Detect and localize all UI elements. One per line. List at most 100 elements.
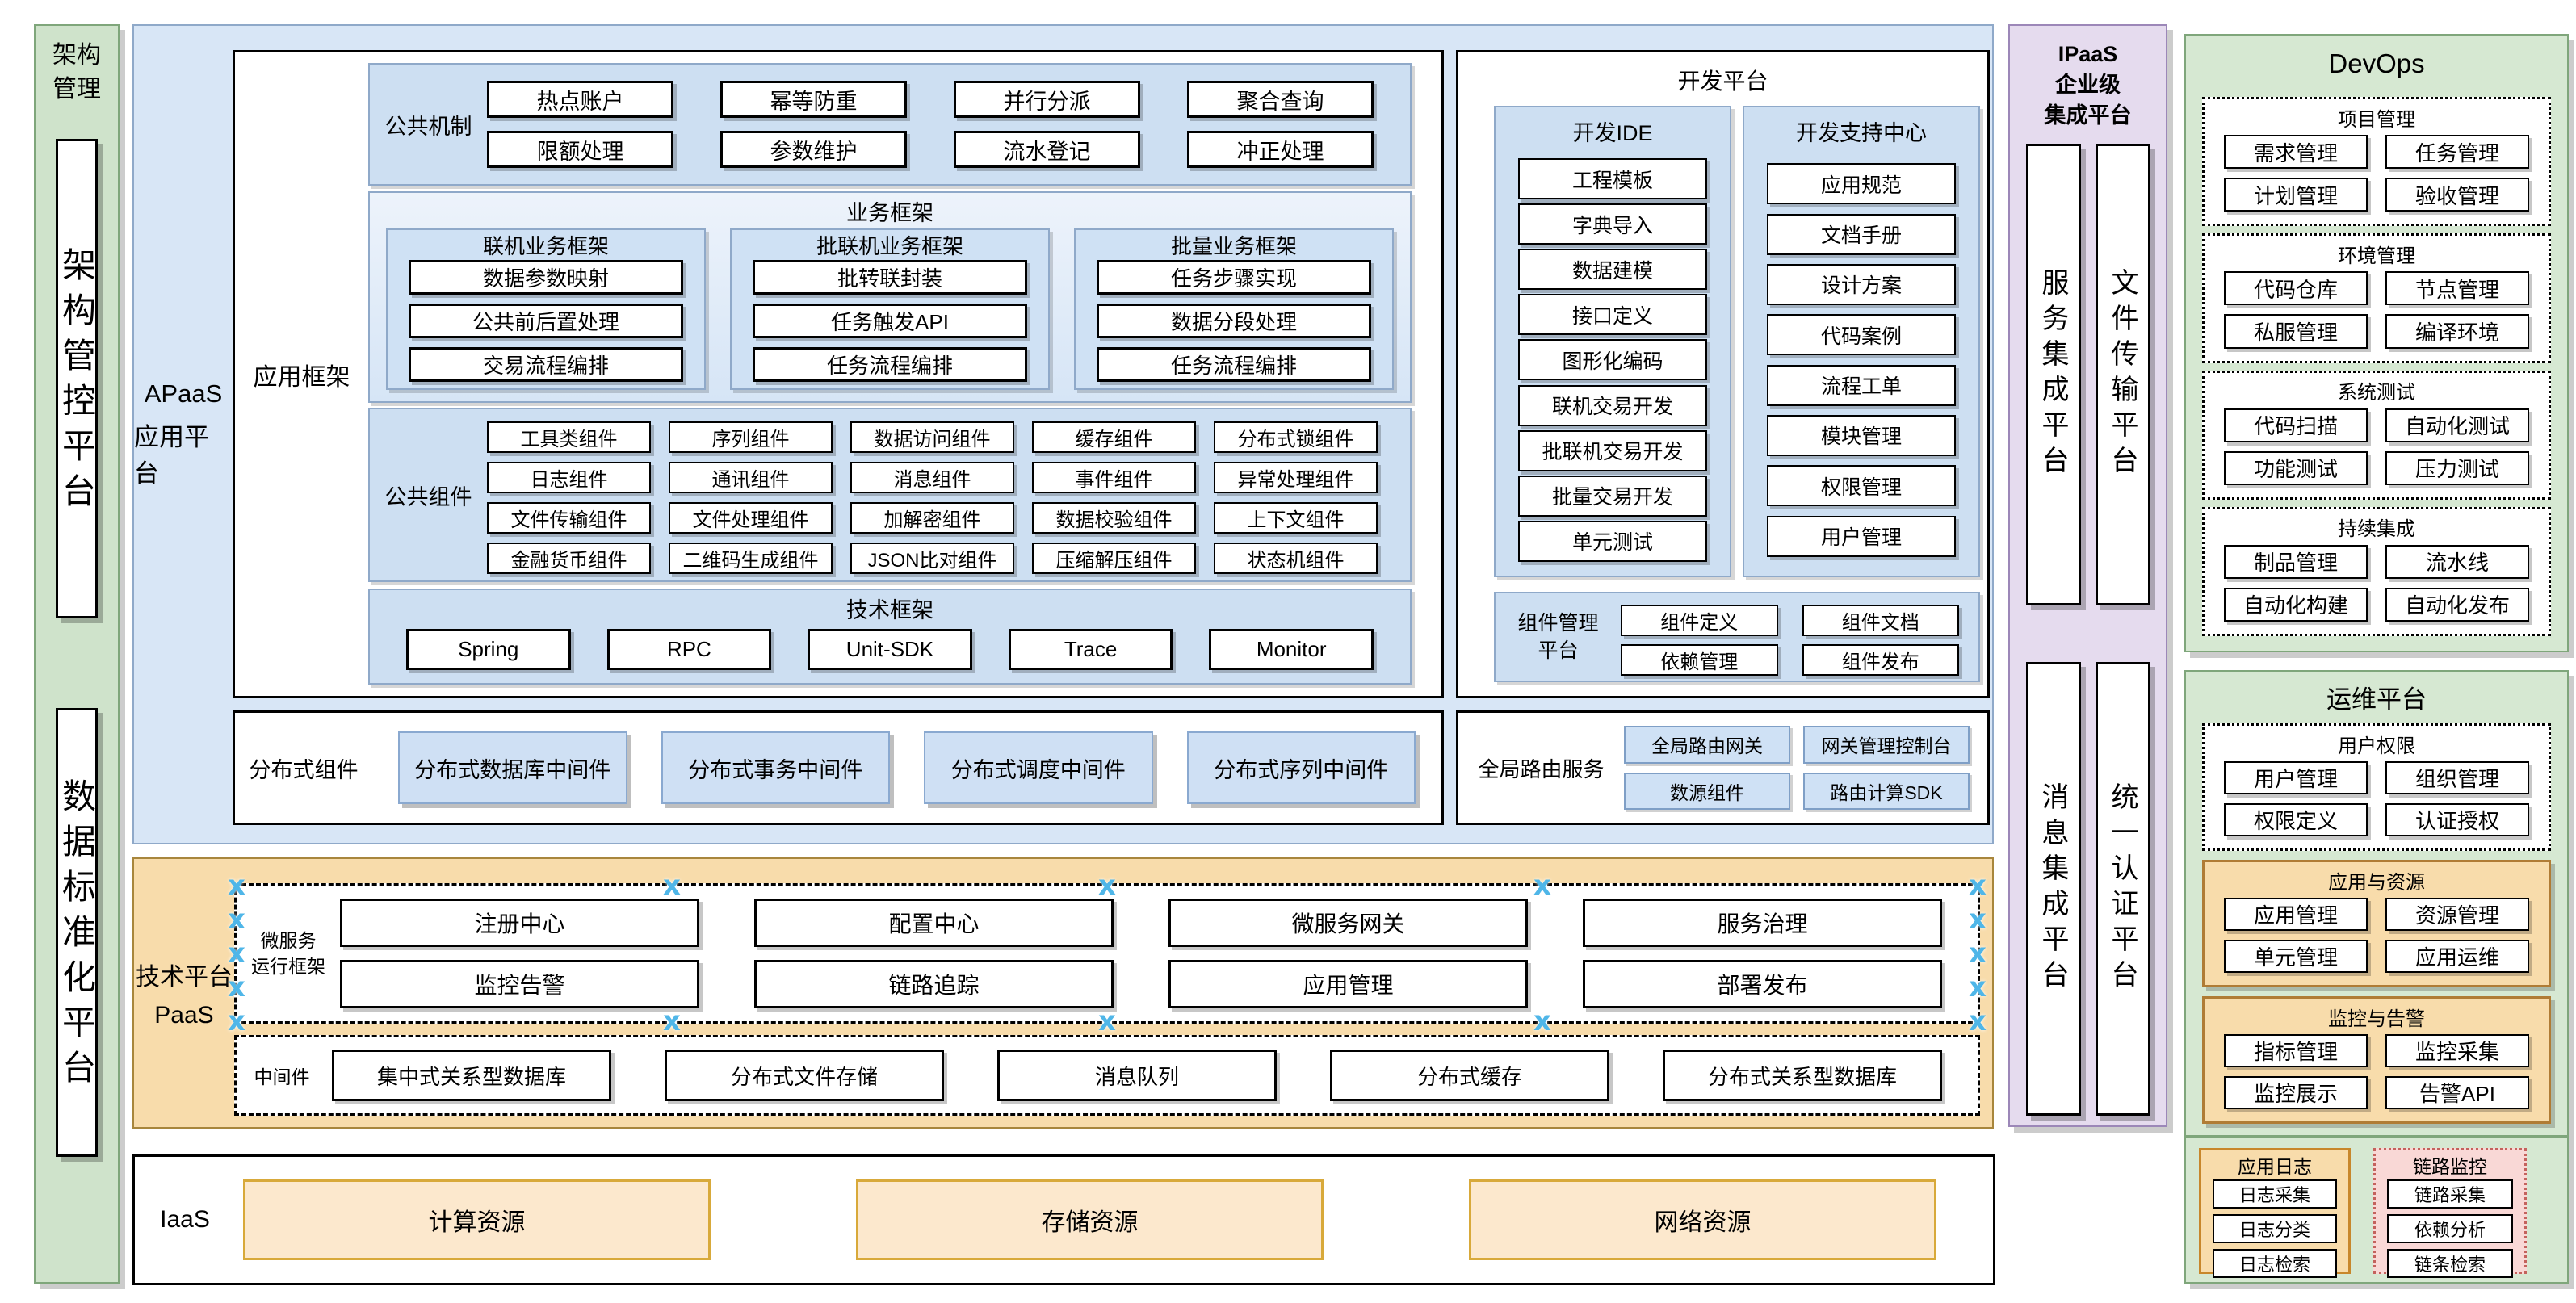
dev-ide-panel[interactable]: 开发IDE 工程模板 字典导入 数据建模 接口定义 图形化编码 联机交易开发 批… (1494, 106, 1731, 577)
devops-section-continuous-integration[interactable]: 持续集成 制品管理 流水线 自动化构建 自动化发布 (2202, 506, 2551, 636)
middleware-item[interactable]: 分布式缓存 (1330, 1050, 1609, 1101)
support-item[interactable]: 应用规范 (1767, 163, 1956, 205)
component-box[interactable]: 上下文组件 (1214, 502, 1378, 534)
devops-item[interactable]: 编译环境 (2385, 314, 2529, 349)
platform-message-integration[interactable]: 消息集成平台 (2025, 662, 2081, 1116)
selection-handle-icon[interactable]: x (1969, 937, 1987, 970)
ops-item[interactable]: 监控采集 (2385, 1034, 2529, 1067)
selection-handle-icon[interactable]: x (1098, 869, 1116, 902)
component-box[interactable]: 状态机组件 (1214, 543, 1378, 574)
selection-handle-icon[interactable]: x (228, 1005, 245, 1037)
selection-handle-icon[interactable]: x (1533, 869, 1551, 902)
devops-item[interactable]: 制品管理 (2224, 544, 2368, 579)
component-box[interactable]: 日志组件 (487, 462, 651, 493)
platform-unified-auth[interactable]: 统一认证平台 (2095, 662, 2150, 1116)
framework-item[interactable]: 批转联封装 (753, 260, 1027, 295)
platform-arch-governance[interactable]: 架构管控平台 (56, 139, 98, 618)
selection-handle-icon[interactable]: x (1969, 1005, 1987, 1037)
ide-item[interactable]: 图形化编码 (1518, 339, 1707, 381)
mechanism-box[interactable]: 并行分派 (954, 81, 1140, 118)
microservice-item[interactable]: 监控告警 (340, 960, 699, 1008)
iaas-box[interactable]: IaaS 计算资源 存储资源 网络资源 (132, 1154, 1995, 1285)
mechanism-box[interactable]: 聚合查询 (1187, 81, 1374, 118)
selection-handle-icon[interactable]: x (1969, 903, 1987, 936)
routing-item[interactable]: 全局路由网关 (1624, 726, 1790, 764)
tech-box-trace[interactable]: Trace (1008, 629, 1173, 670)
middleware-item[interactable]: 分布式关系型数据库 (1663, 1050, 1942, 1101)
routing-item[interactable]: 网关管理控制台 (1803, 726, 1970, 764)
component-box[interactable]: 金融货币组件 (487, 543, 651, 574)
tech-box-monitor[interactable]: Monitor (1209, 629, 1374, 670)
component-box[interactable]: 加解密组件 (850, 502, 1014, 534)
component-box[interactable]: JSON比对组件 (850, 543, 1014, 574)
microservice-item[interactable]: 服务治理 (1583, 899, 1942, 947)
mechanism-box[interactable]: 流水登记 (954, 131, 1140, 168)
common-mechanism-panel[interactable]: 公共机制 热点账户 幂等防重 并行分派 聚合查询 限额处理 参数维护 流水登记 … (368, 63, 1412, 186)
distributed-item[interactable]: 分布式调度中间件 (924, 731, 1153, 804)
selection-handle-icon[interactable]: x (228, 869, 245, 902)
component-box[interactable]: 数据访问组件 (850, 421, 1014, 453)
support-item[interactable]: 用户管理 (1767, 515, 1956, 557)
support-item[interactable]: 流程工单 (1767, 364, 1956, 406)
framework-item[interactable]: 数据分段处理 (1097, 304, 1371, 338)
ide-item[interactable]: 工程模板 (1518, 158, 1707, 200)
distributed-item[interactable]: 分布式序列中间件 (1186, 731, 1416, 804)
batch-business-framework[interactable]: 批量业务框架 任务步骤实现 数据分段处理 任务流程编排 (1074, 228, 1394, 390)
ops-item[interactable]: 组织管理 (2385, 761, 2529, 794)
framework-item[interactable]: 任务流程编排 (1097, 347, 1371, 382)
microservice-item[interactable]: 应用管理 (1168, 960, 1528, 1008)
middleware-item[interactable]: 分布式文件存储 (665, 1050, 944, 1101)
ops-item[interactable]: 资源管理 (2385, 898, 2529, 931)
devops-item[interactable]: 代码扫描 (2224, 408, 2368, 442)
distributed-components-box[interactable]: 分布式组件 分布式数据库中间件 分布式事务中间件 分布式调度中间件 分布式序列中… (233, 710, 1444, 825)
observability-panel[interactable]: 应用日志 日志采集 日志分类 日志检索 链路监控 链路采集 依赖分析 链条检索 (2184, 1137, 2569, 1284)
distributed-item[interactable]: 分布式数据库中间件 (398, 731, 627, 804)
devops-item[interactable]: 自动化发布 (2385, 587, 2529, 622)
app-log-item[interactable]: 日志采集 (2213, 1179, 2337, 1209)
middleware-item[interactable]: 消息队列 (997, 1050, 1277, 1101)
component-mgmt-panel[interactable]: 组件管理 平台 组件定义 组件文档 依赖管理 组件发布 (1494, 592, 1980, 682)
iaas-network-resource[interactable]: 网络资源 (1469, 1179, 1936, 1260)
component-box[interactable]: 压缩解压组件 (1032, 543, 1196, 574)
devops-item[interactable]: 节点管理 (2385, 271, 2529, 306)
tech-box-spring[interactable]: Spring (406, 629, 571, 670)
dev-support-panel[interactable]: 开发支持中心 应用规范 文档手册 设计方案 代码案例 流程工单 模块管理 权限管… (1743, 106, 1980, 577)
framework-item[interactable]: 任务流程编排 (753, 347, 1027, 382)
support-item[interactable]: 设计方案 (1767, 263, 1956, 305)
component-box[interactable]: 分布式锁组件 (1214, 421, 1378, 453)
ops-item[interactable]: 用户管理 (2224, 761, 2368, 794)
mechanism-box[interactable]: 限额处理 (487, 131, 673, 168)
paas-panel[interactable]: 技术平台 PaaS 微服务 运行框架 注册中心 配置中心 微服务网关 服务治理 … (132, 857, 1994, 1129)
devops-section-project-mgmt[interactable]: 项目管理 需求管理 任务管理 计划管理 验收管理 (2202, 97, 2551, 227)
platform-data-standardization[interactable]: 数据标准化平台 (56, 708, 98, 1157)
architecture-governance-rail[interactable]: 架构管理 架构管控平台 数据标准化平台 (34, 24, 120, 1284)
ops-item[interactable]: 认证授权 (2385, 803, 2529, 836)
ide-item[interactable]: 字典导入 (1518, 203, 1707, 245)
devops-item[interactable]: 私服管理 (2224, 314, 2368, 349)
trace-monitor-item[interactable]: 依赖分析 (2387, 1214, 2513, 1243)
framework-item[interactable]: 任务触发API (753, 304, 1027, 338)
iaas-compute-resource[interactable]: 计算资源 (243, 1179, 711, 1260)
microservice-item[interactable]: 配置中心 (754, 899, 1114, 947)
ops-item[interactable]: 指标管理 (2224, 1034, 2368, 1067)
devops-item[interactable]: 流水线 (2385, 544, 2529, 579)
app-log-item[interactable]: 日志检索 (2213, 1249, 2337, 1278)
microservice-item[interactable]: 部署发布 (1583, 960, 1942, 1008)
component-mgmt-item[interactable]: 组件发布 (1802, 644, 1959, 676)
ide-item[interactable]: 单元测试 (1518, 520, 1707, 562)
mechanism-box[interactable]: 热点账户 (487, 81, 673, 118)
ide-item[interactable]: 接口定义 (1518, 294, 1707, 336)
selection-handle-icon[interactable]: x (228, 971, 245, 1003)
component-box[interactable]: 消息组件 (850, 462, 1014, 493)
distributed-item[interactable]: 分布式事务中间件 (661, 731, 890, 804)
support-item[interactable]: 权限管理 (1767, 465, 1956, 507)
middleware-item[interactable]: 集中式关系型数据库 (332, 1050, 611, 1101)
devops-item[interactable]: 代码仓库 (2224, 271, 2368, 306)
microservice-item[interactable]: 链路追踪 (754, 960, 1114, 1008)
devops-panel[interactable]: DevOps 项目管理 需求管理 任务管理 计划管理 验收管理 环境管理 代码仓… (2184, 34, 2569, 652)
ops-section-app-resource[interactable]: 应用与资源 应用管理 资源管理 单元管理 应用运维 (2202, 860, 2551, 987)
selection-handle-icon[interactable]: x (1098, 1005, 1116, 1037)
online-business-framework[interactable]: 联机业务框架 数据参数映射 公共前后置处理 交易流程编排 (386, 228, 706, 390)
ops-item[interactable]: 告警API (2385, 1076, 2529, 1109)
batch-online-business-framework[interactable]: 批联机业务框架 批转联封装 任务触发API 任务流程编排 (730, 228, 1050, 390)
